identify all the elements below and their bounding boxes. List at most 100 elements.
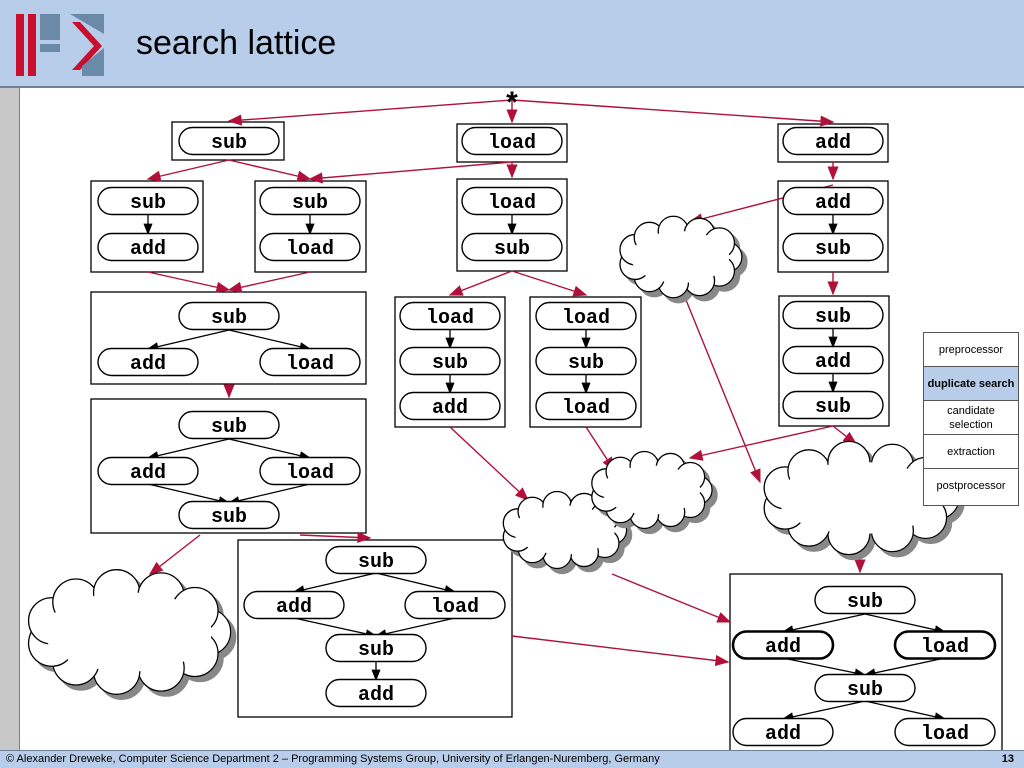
op-label: sub [815,238,851,261]
op-label: load [426,307,474,330]
op-node-load: load [461,126,563,156]
op-label: load [488,132,536,155]
op-node-load: load [259,347,361,377]
op-label: add [765,636,801,659]
op-node-load: load [893,630,997,660]
op-label: sub [211,132,247,155]
op-label: sub [815,396,851,419]
lattice-edge-16 [449,426,530,501]
pattern-edge-4 [146,329,230,352]
pruned-cloud-2 [591,450,713,530]
sidebar-item-preprocessor[interactable]: preprocessor [924,333,1018,367]
pruned-cloud-0 [619,215,743,299]
lattice-edge-15 [685,299,761,484]
op-label: load [286,353,334,376]
op-label: add [358,684,394,707]
pattern-edge-5 [228,329,312,352]
op-node-sub: sub [399,346,501,376]
op-label: sub [292,192,328,215]
op-label: add [815,192,851,215]
op-node-load: load [404,590,506,620]
op-label: sub [211,506,247,529]
op-node-add: add [97,456,199,486]
lattice-edge-3 [146,159,230,182]
pattern-edge-25 [781,700,866,722]
pattern-edge-22 [864,613,947,635]
op-label: sub [211,416,247,439]
op-label: sub [494,238,530,261]
op-label: sub [358,639,394,662]
pattern-edge-26 [864,700,947,722]
pattern-edge-17 [375,572,457,594]
lattice-edge-2 [511,99,835,127]
op-node-load: load [894,717,996,747]
slide-header: search lattice [0,0,1024,88]
op-label: add [815,351,851,374]
op-node-load: load [259,456,361,486]
op-label: sub [130,192,166,215]
op-label: load [562,397,610,420]
op-label: load [921,636,969,659]
op-node-add: add [731,630,835,660]
lattice-edge-4 [228,159,312,182]
sidebar-item-postprocessor[interactable]: postprocessor [936,480,1006,492]
op-label: sub [358,551,394,574]
sidebar-item-extraction[interactable]: extraction [924,435,1018,469]
op-node-sub: sub [325,545,427,575]
page-title: search lattice [136,24,337,62]
pattern-edge-13 [228,438,312,461]
lattice-edge-5 [308,161,513,184]
op-node-sub: sub [461,232,563,262]
op-node-sub: sub [325,633,427,663]
op-label: sub [432,352,468,375]
op-label: sub [815,306,851,329]
op-label: load [562,307,610,330]
op-label: sub [568,352,604,375]
pruned-cloud-4 [27,569,232,695]
op-label: add [130,238,166,261]
sidebar-item-candidate-selection[interactable]: candidate selection [924,401,1018,435]
pattern-edge-21 [781,613,866,635]
sidebar-item-duplicate-search[interactable]: duplicate search [924,367,1018,401]
op-label: add [765,723,801,746]
pattern-edge-23 [782,657,867,678]
pattern-edge-15 [227,483,311,506]
op-node-add: add [782,186,884,216]
op-node-add: add [97,347,199,377]
op-node-add: add [325,678,427,708]
lattice-edge-20 [148,534,201,575]
op-label: add [432,397,468,420]
op-node-load: load [259,232,361,262]
op-node-load: load [535,301,637,331]
op-node-sub: sub [178,500,280,530]
process-sidebar: preprocessor duplicate search candidate … [923,332,1019,506]
op-label: add [130,353,166,376]
op-node-sub: sub [535,346,637,376]
op-node-sub: sub [814,673,916,703]
lattice-edge-10 [227,271,311,293]
op-label: load [921,723,969,746]
lattice-edge-0 [227,99,513,126]
lattice-edge-19 [688,425,834,461]
op-label: add [130,462,166,485]
op-node-sub: sub [782,390,884,420]
lattice-edge-9 [147,271,231,293]
lattice-root-star: * [506,86,518,119]
pattern-edge-24 [863,657,946,678]
op-node-add: add [399,391,501,421]
op-label: load [431,596,479,619]
university-logo [16,14,104,76]
op-node-sub: sub [178,410,280,440]
lattice-edge-22 [611,573,732,623]
op-label: load [286,462,334,485]
op-node-add: add [243,590,345,620]
pattern-edge-12 [146,438,230,461]
op-node-sub: sub [178,301,280,331]
op-node-add: add [782,126,884,156]
pattern-edge-16 [292,572,377,595]
page-number: 13 [1001,753,1014,765]
op-node-sub: sub [814,585,916,615]
footer-copyright: © Alexander Dreweke, Computer Science De… [6,753,660,765]
op-node-add: add [782,345,884,375]
